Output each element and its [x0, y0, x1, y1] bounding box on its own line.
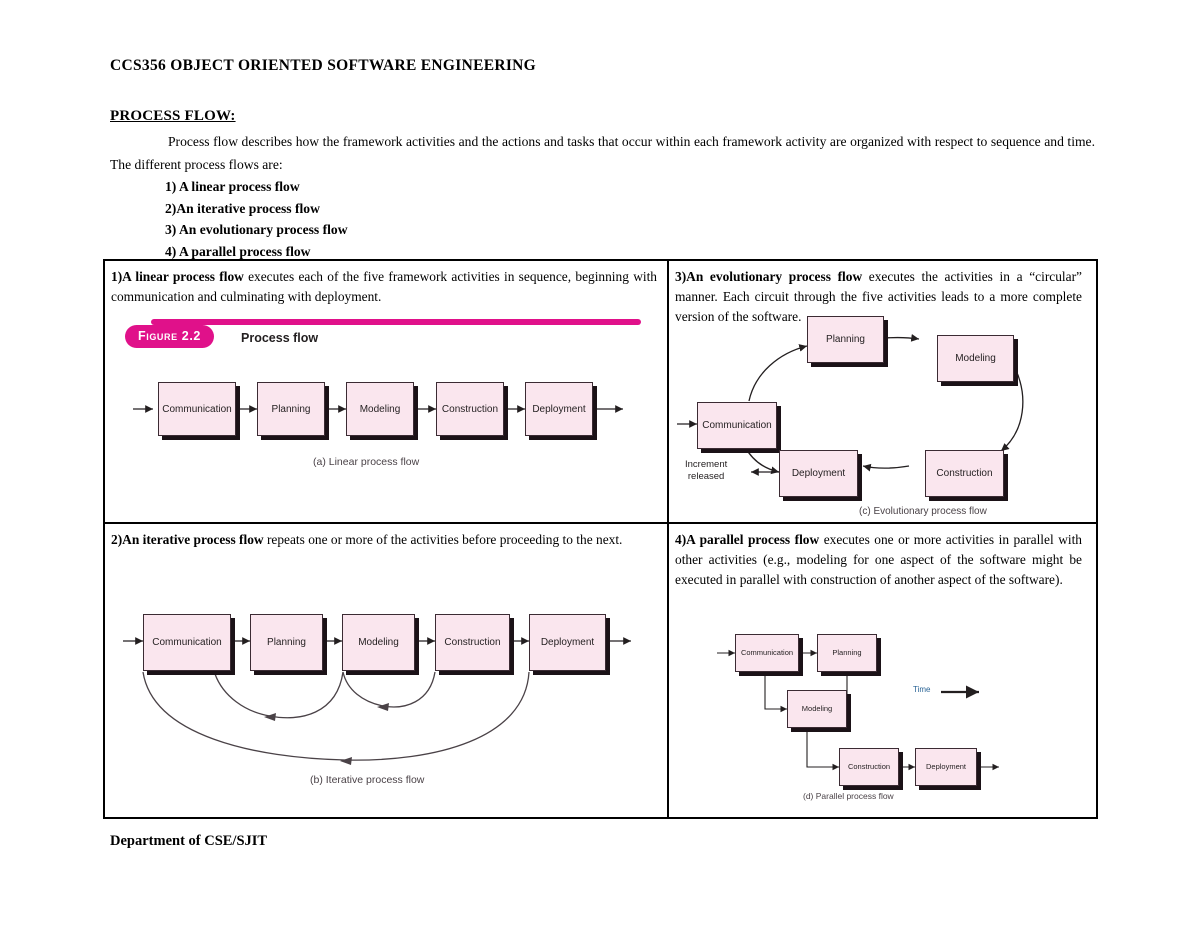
- evolutionary-bold-lead: 3)An evolutionary process flow: [675, 269, 863, 284]
- process-box-construction: Construction: [436, 382, 504, 436]
- linear-bold-lead: 1)A linear process flow: [111, 269, 244, 284]
- table-cell-iterative: 2)An iterative process flow repeats one …: [105, 524, 669, 817]
- parallel-description: 4)A parallel process flow executes one o…: [669, 524, 1096, 590]
- process-box-modeling: Modeling: [787, 690, 847, 728]
- iterative-description: 2)An iterative process flow repeats one …: [105, 524, 667, 550]
- process-box-planning: Planning: [250, 614, 323, 671]
- increment-label-line2: released: [687, 470, 725, 482]
- intro-paragraph: Process flow describes how the framework…: [110, 130, 1095, 176]
- process-box-deployment: Deployment: [915, 748, 977, 786]
- process-box-deployment: Deployment: [529, 614, 606, 671]
- evolutionary-rest: executes the activities in a “circular” …: [675, 269, 1082, 324]
- table-cell-parallel: 4)A parallel process flow executes one o…: [669, 524, 1096, 817]
- process-box-construction: Construction: [839, 748, 899, 786]
- process-box-communication: Communication: [697, 402, 777, 449]
- list-item: 3) An evolutionary process flow: [165, 222, 348, 237]
- figure-header: Figure 2.2 Process flow: [121, 319, 641, 361]
- figure-accent-bar: [151, 319, 641, 325]
- parallel-figure-caption: (d) Parallel process flow: [803, 791, 894, 801]
- process-box-construction: Construction: [435, 614, 510, 671]
- page-footer: Department of CSE/SJIT: [110, 833, 268, 849]
- time-axis-label: Time: [913, 685, 931, 694]
- process-box-modeling: Modeling: [346, 382, 414, 436]
- process-box-deployment: Deployment: [525, 382, 593, 436]
- process-box-communication: Communication: [143, 614, 231, 671]
- linear-description: 1)A linear process flow executes each of…: [105, 261, 667, 307]
- process-box-communication: Communication: [158, 382, 236, 436]
- table-cell-evolutionary: 3)An evolutionary process flow executes …: [669, 261, 1096, 524]
- process-box-modeling: Modeling: [937, 335, 1014, 382]
- list-item: 1) A linear process flow: [165, 179, 300, 194]
- iterative-bold-lead: 2)An iterative process flow: [111, 532, 264, 547]
- list-item: 4) A parallel process flow: [165, 243, 311, 259]
- iterative-rest: repeats one or more of the activities be…: [263, 532, 623, 547]
- increment-released-label: Increment released: [685, 459, 727, 483]
- process-flow-list: 1) A linear process flow 2)An iterative …: [165, 176, 665, 262]
- evolutionary-description: 3)An evolutionary process flow executes …: [669, 261, 1096, 327]
- course-title: CCS356 OBJECT ORIENTED SOFTWARE ENGINEER…: [110, 57, 537, 74]
- linear-figure-caption: (a) Linear process flow: [313, 456, 420, 468]
- parallel-bold-lead: 4)A parallel process flow: [675, 532, 820, 547]
- intro-text: Process flow describes how the framework…: [110, 134, 1095, 172]
- evolutionary-figure-caption: (c) Evolutionary process flow: [859, 506, 987, 517]
- process-box-planning: Planning: [817, 634, 877, 672]
- linear-rest: executes each of the five framework acti…: [111, 269, 657, 304]
- increment-label-line1: Increment: [685, 459, 728, 470]
- figure-number-pill: Figure 2.2: [125, 325, 214, 348]
- parallel-rest: executes one or more activities in paral…: [675, 532, 1082, 587]
- process-box-planning: Planning: [807, 316, 884, 363]
- process-box-planning: Planning: [257, 382, 325, 436]
- table-cell-linear: 1)A linear process flow executes each of…: [105, 261, 669, 524]
- list-item: 2)An iterative process flow: [165, 200, 320, 216]
- process-box-construction: Construction: [925, 450, 1004, 497]
- process-box-modeling: Modeling: [342, 614, 415, 671]
- process-flow-table: 1)A linear process flow executes each of…: [103, 259, 1098, 819]
- section-heading: PROCESS FLOW:: [110, 108, 236, 124]
- process-box-communication: Communication: [735, 634, 799, 672]
- iterative-figure-caption: (b) Iterative process flow: [310, 774, 425, 786]
- figure-title: Process flow: [241, 331, 319, 345]
- process-box-deployment: Deployment: [779, 450, 858, 497]
